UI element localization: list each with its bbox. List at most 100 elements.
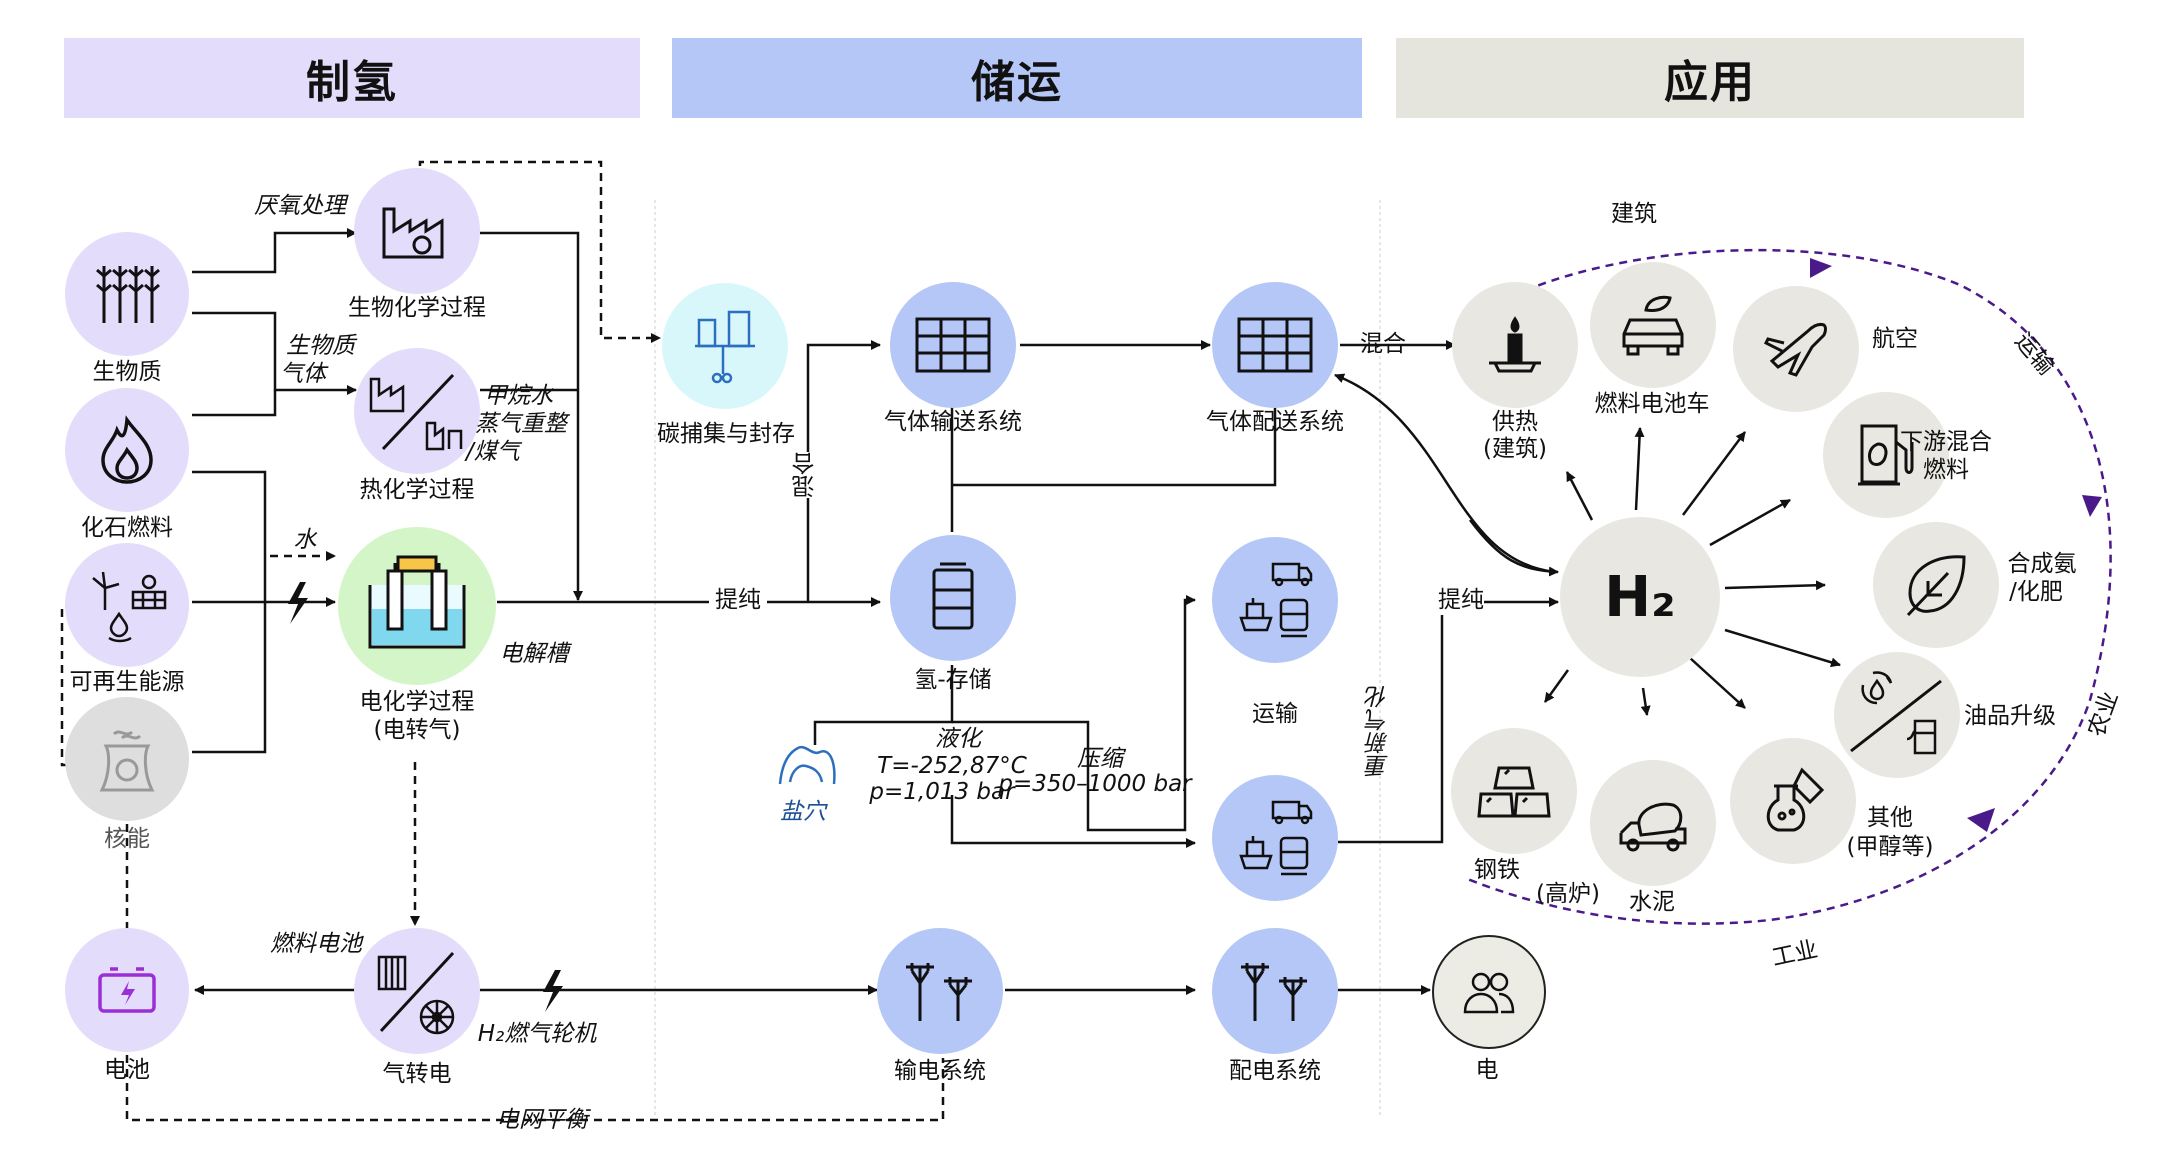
electrochem-node xyxy=(338,527,496,685)
salt-cavern-label: 盐穴 xyxy=(780,799,826,825)
steel-node xyxy=(1451,728,1577,854)
other-label-1: 其他 xyxy=(1867,805,1913,831)
transmission-node xyxy=(890,282,1016,408)
fuel-cell-car-label: 燃料电池车 xyxy=(1594,391,1710,417)
power-distribution-node xyxy=(1212,928,1338,1054)
smr-label-3: /煤气 xyxy=(466,439,520,465)
battery-node xyxy=(65,928,189,1052)
biomass-label: 生物质 xyxy=(92,359,162,385)
renewable-label: 可再生能源 xyxy=(69,669,185,695)
cement-node xyxy=(1590,760,1716,886)
smr-label-2: 蒸气重整 xyxy=(475,411,567,437)
wind-solar-icon xyxy=(92,571,167,643)
aviation-label: 航空 xyxy=(1872,326,1918,352)
biochem-node xyxy=(354,168,480,294)
liquefy-temp-label: T=-252,87°C xyxy=(877,753,1027,779)
biomass-gas-label-1: 生物质 xyxy=(286,333,355,359)
refinery-icon xyxy=(1850,671,1942,755)
thermochem-label: 热化学过程 xyxy=(359,477,475,503)
factory-split-icon xyxy=(369,373,463,451)
candle-icon xyxy=(1489,316,1541,373)
mix-vertical-label: 混合 xyxy=(792,452,821,498)
flask-icon xyxy=(1766,767,1825,832)
oil-upgrade-node xyxy=(1834,652,1960,778)
ccs-label: 碳捕集与封存 xyxy=(657,421,795,447)
ammonia-label-2: /化肥 xyxy=(2009,579,2063,605)
gas-to-power-node xyxy=(354,928,480,1054)
electricity-node xyxy=(1432,935,1546,1049)
distribution-node xyxy=(1212,282,1338,408)
other-node xyxy=(1730,738,1856,864)
downstream-node xyxy=(1823,392,1949,518)
fuel-cell-label: 燃料电池 xyxy=(270,931,362,957)
fossil-node xyxy=(65,388,189,512)
transport-node-top xyxy=(1212,537,1338,663)
heating-label-1: 供热 xyxy=(1492,409,1538,435)
fuel-cell-car-node xyxy=(1590,262,1716,388)
steel-label-1: 钢铁 xyxy=(1474,857,1520,883)
cycle-building-label: 建筑 xyxy=(1611,201,1657,227)
electrolyzer-label: 电解槽 xyxy=(499,641,569,667)
regasify-label: 重新气化 xyxy=(1367,685,1393,777)
purify-label-app: 提纯 xyxy=(1438,586,1484,615)
battery-label: 电池 xyxy=(104,1057,150,1083)
heating-node xyxy=(1452,282,1578,408)
power-transmission-label: 输电系统 xyxy=(894,1058,986,1084)
compress-label: 压缩 xyxy=(1077,746,1123,772)
other-label-2: (甲醇等) xyxy=(1846,834,1934,860)
compress-pressure-label: p=350–1000 bar xyxy=(998,771,1192,797)
battery-icon xyxy=(98,967,156,1013)
biomass-node xyxy=(65,232,189,356)
oil-upgrade-label: 油品升级 xyxy=(1964,703,2056,729)
tank-icon xyxy=(932,562,974,630)
people-icon xyxy=(1463,972,1515,1014)
heating-label-2: (建筑) xyxy=(1483,436,1547,462)
h2-hub-node: H₂ xyxy=(1560,517,1720,677)
h2-turbine-label: H₂燃气轮机 xyxy=(477,1021,597,1047)
power-transmission-node xyxy=(877,928,1003,1054)
fossil-label: 化石燃料 xyxy=(81,515,173,541)
liquefy-pressure-label: p=1,013 bar xyxy=(869,779,1015,805)
mixer-truck-icon xyxy=(1619,802,1687,852)
ammonia-label-1: 合成氨 xyxy=(2007,551,2077,577)
header-application: 应用 xyxy=(1396,38,2024,118)
wheat-icon xyxy=(96,266,160,323)
power-distribution-label: 配电系统 xyxy=(1229,1058,1321,1084)
fuel-cell-turbine-icon xyxy=(377,951,455,1035)
header-production: 制氢 xyxy=(64,38,640,118)
transport-node-bottom xyxy=(1212,775,1338,901)
h2-storage-label: 氢-存储 xyxy=(914,667,992,693)
electricity-label: 电 xyxy=(1475,1057,1499,1083)
cement-label: 水泥 xyxy=(1629,889,1675,915)
biomass-gas-label-2: 气体 xyxy=(280,361,326,387)
steel-label-2: (高炉) xyxy=(1536,881,1600,907)
header-storage: 储运 xyxy=(672,38,1362,118)
liquefy-label: 液化 xyxy=(935,726,981,752)
electrochem-sub-label: (电转气) xyxy=(373,717,461,743)
pipeline-grid-icon xyxy=(915,317,991,373)
anaerobic-label: 厌氧处理 xyxy=(254,193,346,219)
downstream-label-1: 下游混合 xyxy=(1900,429,1992,455)
plane-icon xyxy=(1763,323,1827,377)
gas-to-power-label: 气转电 xyxy=(382,1061,452,1087)
smr-label-1: 甲烷水 xyxy=(484,383,553,409)
ccs-node xyxy=(662,283,788,409)
aviation-node xyxy=(1733,286,1859,412)
truck-ship-train-icon xyxy=(1239,562,1313,638)
nuclear-node xyxy=(65,697,189,821)
thermochem-node xyxy=(354,348,480,474)
electrochem-label: 电化学过程 xyxy=(359,689,475,715)
electrolyzer-icon xyxy=(368,555,466,649)
h2-label: H₂ xyxy=(1604,564,1676,630)
pylon-icon xyxy=(1241,963,1307,1021)
purify-label-storage: 提纯 xyxy=(709,586,767,615)
car-icon xyxy=(1622,295,1684,356)
transmission-label: 气体输送系统 xyxy=(884,409,1022,435)
water-label: 水 xyxy=(293,527,317,553)
transport-label: 运输 xyxy=(1252,701,1298,727)
pylon-icon xyxy=(906,963,972,1021)
nuclear-icon xyxy=(99,730,155,792)
renewable-node xyxy=(65,543,189,667)
